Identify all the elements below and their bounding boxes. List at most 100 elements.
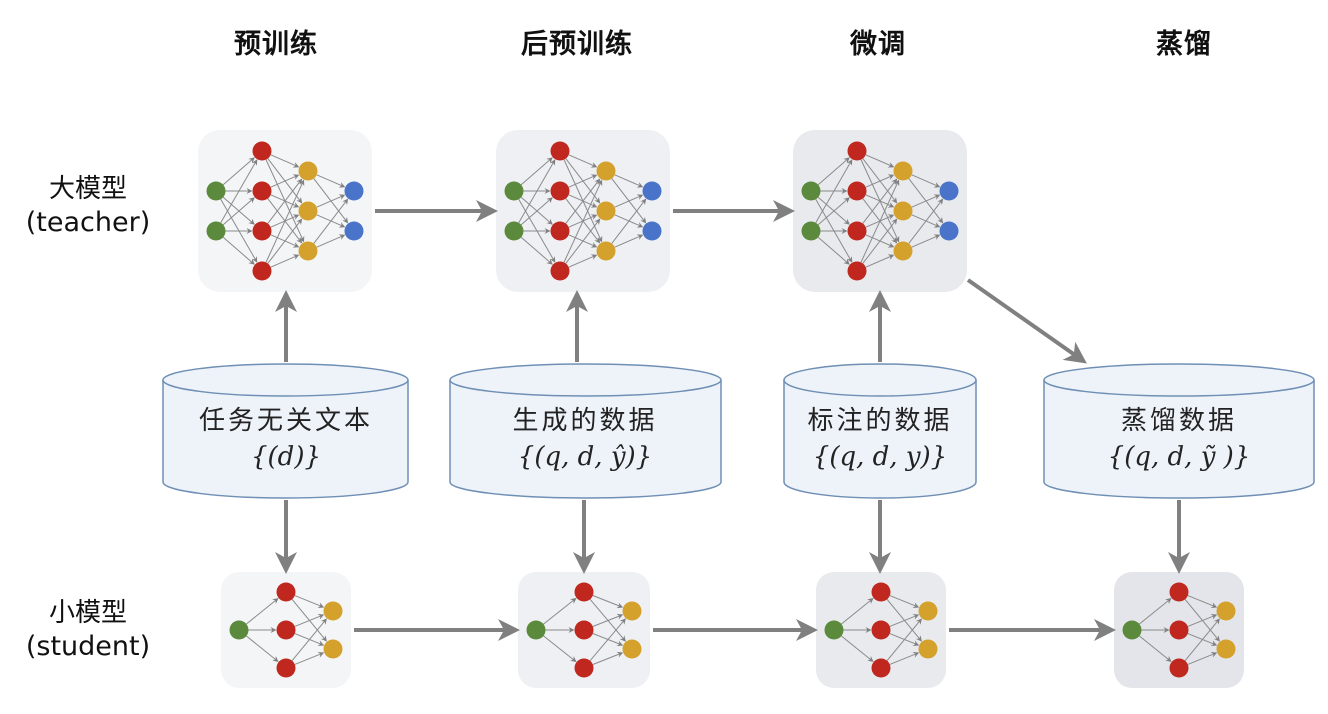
network-edge — [316, 194, 346, 208]
dataset-label: 生成的数据 — [512, 406, 658, 436]
network-edge — [589, 618, 626, 662]
network-edge — [518, 159, 556, 224]
network-edge — [592, 613, 624, 627]
network-node — [893, 201, 913, 221]
network-node — [550, 221, 570, 241]
cylinder-body — [783, 380, 977, 499]
student-network-icon — [526, 582, 642, 678]
network-edge — [889, 595, 920, 608]
network-edge — [889, 652, 920, 665]
network-node — [1169, 658, 1189, 678]
network-edge — [568, 174, 598, 188]
cylinder-body — [449, 380, 722, 499]
network-node — [276, 658, 296, 678]
network-edge — [222, 236, 255, 265]
network-node — [642, 221, 662, 241]
network-edge — [865, 254, 895, 268]
network-node — [206, 181, 226, 201]
row-label-student: 小模型 (student) — [26, 596, 150, 664]
student-label-en: (student) — [25, 631, 151, 662]
dataset-cylinder — [449, 363, 722, 499]
network-edge — [1139, 635, 1172, 663]
teacher-label-zh: 大模型 — [48, 174, 128, 204]
network-edge — [267, 178, 303, 224]
network-edge — [817, 157, 850, 186]
network-edge — [865, 154, 895, 168]
network-edge — [265, 179, 305, 263]
network-node — [574, 620, 594, 640]
network-edge — [614, 234, 644, 248]
network-edge — [860, 179, 900, 263]
network-edge — [294, 595, 325, 608]
network-node — [918, 601, 938, 621]
network-edge — [1184, 618, 1220, 661]
network-node — [847, 221, 867, 241]
cylinder-top — [162, 363, 409, 397]
dataset-distilled-data: 蒸馏数据 {(q, d, ỹ )} — [1108, 403, 1251, 475]
network-node — [574, 582, 594, 602]
network-node — [801, 221, 821, 241]
network-node — [801, 181, 821, 201]
network-edge — [291, 618, 327, 661]
network-edge — [222, 197, 255, 226]
teacher-network-icon — [801, 141, 959, 281]
network-node — [871, 620, 891, 640]
network-node — [622, 639, 642, 659]
network-edge — [565, 218, 601, 264]
network-edge — [270, 154, 300, 168]
teacher-network-icon — [504, 141, 662, 281]
network-node — [596, 201, 616, 221]
network-node — [323, 639, 343, 659]
network-node — [550, 261, 570, 281]
dataset-labeled-data: 标注的数据 {(q, d, y)} — [807, 403, 952, 475]
student-network-icon — [229, 582, 343, 678]
teacher-network-icon — [206, 141, 364, 281]
network-edge — [592, 595, 624, 609]
network-node — [550, 181, 570, 201]
network-node — [893, 241, 913, 261]
network-node — [276, 620, 296, 640]
network-edge — [862, 178, 898, 224]
dataset-formula: {(q, d, ŷ)} — [517, 442, 653, 472]
network-node — [642, 181, 662, 201]
network-node — [206, 221, 226, 241]
network-node — [1122, 620, 1142, 640]
network-edge — [267, 218, 303, 264]
network-edge — [543, 597, 577, 625]
network-edge — [815, 159, 853, 224]
network-edge — [1139, 597, 1172, 625]
cylinder-top — [783, 363, 977, 397]
teacher-model-box — [793, 130, 967, 292]
network-node — [526, 620, 546, 640]
student-network-icon — [1122, 582, 1236, 678]
network-node — [1216, 601, 1236, 621]
network-node — [871, 658, 891, 678]
dataset-label: 任务无关文本 — [198, 406, 374, 436]
network-edge — [1187, 595, 1218, 608]
dataset-cylinder — [783, 363, 977, 499]
network-edge — [246, 635, 279, 663]
network-edge — [294, 614, 325, 627]
network-node — [344, 221, 364, 241]
teacher-model-box — [198, 130, 372, 292]
network-edge — [614, 194, 644, 208]
network-edge — [316, 234, 346, 248]
network-edge — [908, 198, 944, 244]
network-edge — [592, 651, 624, 665]
network-node — [298, 241, 318, 261]
dataset-task-agnostic-text: 任务无关文本 {(d)} — [199, 403, 373, 475]
network-edge — [841, 597, 874, 625]
dataset-label: 标注的数据 — [807, 406, 953, 436]
network-node — [939, 181, 959, 201]
network-edge — [865, 174, 895, 188]
network-node — [276, 582, 296, 602]
network-node — [622, 601, 642, 621]
network-edge — [1187, 614, 1218, 627]
network-edge — [886, 618, 922, 661]
network-edge — [520, 236, 553, 265]
network-edge — [568, 254, 598, 268]
network-edge — [565, 178, 601, 224]
dataset-generated-data: 生成的数据 {(q, d, ŷ)} — [512, 403, 657, 475]
network-node — [847, 261, 867, 281]
